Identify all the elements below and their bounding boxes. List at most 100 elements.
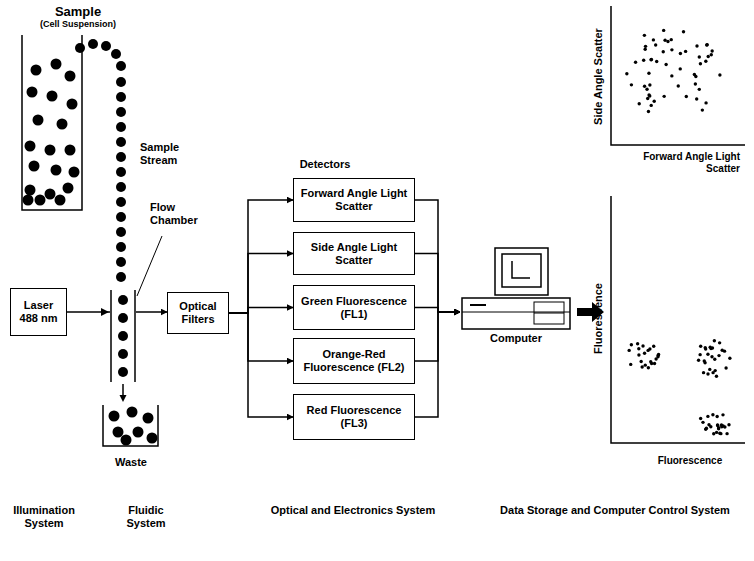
sample-tube <box>22 35 82 210</box>
connector-arrow <box>229 313 293 417</box>
box-label: Orange-Red Fluorescence (FL2) <box>294 348 414 374</box>
box-label: Green Fluorescence (FL1) <box>294 295 414 321</box>
cell-dot <box>646 97 649 100</box>
detector-box: Red Fluorescence (FL3) <box>293 394 415 440</box>
cell-dot <box>710 355 713 358</box>
system-label: Optical and Electronics System <box>268 504 438 517</box>
waste-dots <box>109 407 158 446</box>
waste-tube <box>103 405 158 446</box>
connector-arrow <box>415 312 460 417</box>
flow-chamber-ground <box>110 290 136 382</box>
cell-dot <box>33 115 44 126</box>
cell-dot <box>116 107 126 117</box>
cell-dot <box>704 101 707 104</box>
cell-dot <box>694 75 697 78</box>
cell-dot <box>702 371 705 374</box>
connector-arrow <box>415 200 460 312</box>
box-label: Forward Angle Light Scatter <box>294 187 414 213</box>
cell-dot <box>721 413 724 416</box>
waste-arrow <box>122 384 124 396</box>
cell-dot <box>111 49 121 59</box>
cell-dot <box>113 427 124 438</box>
cell-dot <box>653 362 656 365</box>
cell-dot <box>63 183 74 194</box>
cell-dot <box>707 55 710 58</box>
chamber-dots <box>118 295 128 377</box>
cell-dot <box>699 62 702 65</box>
axis-label: Fluorescence <box>640 455 740 467</box>
cell-dot <box>116 197 126 207</box>
cell-dot <box>698 55 701 58</box>
cell-dot <box>695 44 698 47</box>
cell-dot <box>116 227 126 237</box>
box-label: Side Angle Light Scatter <box>294 241 414 267</box>
chamber-label: Flow Chamber <box>150 201 206 227</box>
cell-dot <box>684 50 687 53</box>
cell-dot <box>695 97 698 100</box>
axis-label: Forward Angle Light Scatter <box>640 151 740 175</box>
connector-arrow <box>229 308 293 314</box>
cell-dot <box>116 212 126 222</box>
cell-dot <box>706 43 709 46</box>
cell-dot <box>640 365 643 368</box>
cell-dot <box>627 349 630 352</box>
cell-dot <box>643 85 646 88</box>
box-label: Optical Filters <box>168 300 228 326</box>
cell-dot <box>710 53 713 56</box>
cell-dot <box>51 165 62 176</box>
cell-dot <box>662 50 665 53</box>
cell-dot <box>116 122 126 132</box>
cell-dot <box>116 61 126 71</box>
cell-dot <box>699 344 702 347</box>
cell-dot <box>711 346 714 349</box>
cell-dot <box>653 100 656 103</box>
system-label: Fluidic System <box>108 504 184 530</box>
flow-chamber-wall <box>134 290 136 382</box>
sample-note: (Cell Suspension) <box>18 19 138 30</box>
cell-dot <box>116 272 126 282</box>
cell-dot <box>727 423 730 426</box>
axis-label: Side Angle Scatter <box>592 1 605 151</box>
cell-dot <box>662 95 665 98</box>
cell-dot <box>35 195 46 206</box>
cell-dot <box>694 82 697 85</box>
computer-icon <box>460 244 572 332</box>
cell-dot <box>642 59 645 62</box>
cell-dot <box>709 425 712 428</box>
cell-dot <box>670 38 673 41</box>
connector-arrow <box>229 200 293 313</box>
axis-label: Fluorescence <box>592 258 605 378</box>
cell-dot <box>701 421 704 424</box>
computer: Computer <box>460 244 572 354</box>
waste-arrowhead <box>120 395 127 402</box>
cell-dot <box>657 353 660 356</box>
cell-dot <box>711 413 714 416</box>
cell-dot <box>713 339 716 342</box>
cell-dot <box>643 48 646 51</box>
cell-dot <box>715 415 718 418</box>
cell-dot <box>652 38 655 41</box>
cell-dot <box>723 349 726 352</box>
cell-dot <box>654 357 657 360</box>
cell-dot <box>29 161 40 172</box>
cell-dot <box>118 349 128 359</box>
cell-dot <box>698 353 701 356</box>
cell-dot <box>718 341 721 344</box>
cell-dot <box>23 195 34 206</box>
cell-dot <box>728 356 731 359</box>
cell-dot <box>720 423 723 426</box>
cell-dot <box>699 417 702 420</box>
cell-dot <box>636 342 639 345</box>
cell-dot <box>704 347 707 350</box>
cell-dot <box>116 152 126 162</box>
cell-dot <box>670 48 673 51</box>
cell-dot <box>650 58 653 61</box>
cell-dot <box>725 432 728 435</box>
cell-dot <box>710 49 713 52</box>
cell-dot <box>704 60 707 63</box>
cell-dot <box>649 104 652 107</box>
scatter-plot-axes <box>611 6 745 145</box>
box-label: Laser 488 nm <box>11 299 66 325</box>
cell-dot <box>648 347 651 350</box>
cell-dot <box>703 361 706 364</box>
